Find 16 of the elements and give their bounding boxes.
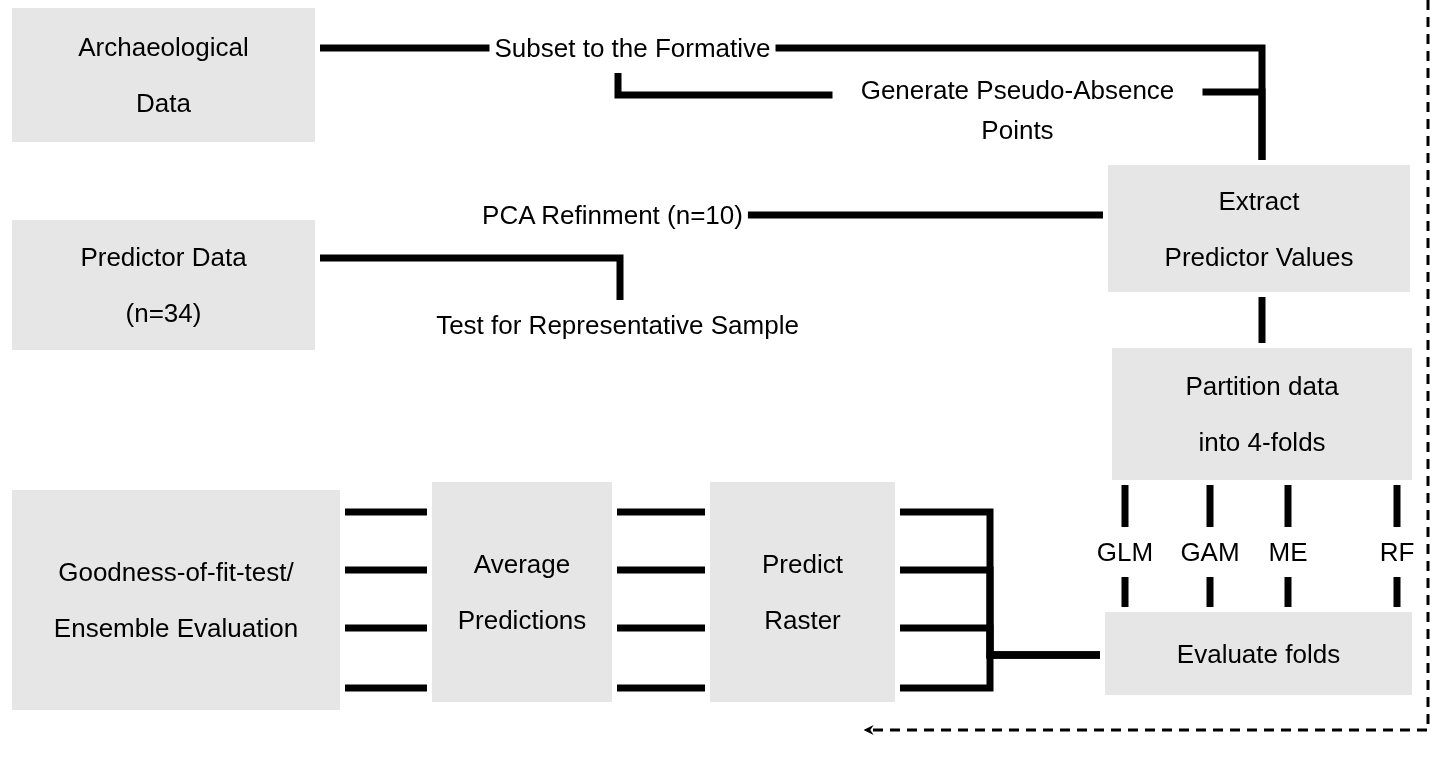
process-box: Predictor Data (n=34) — [12, 220, 315, 350]
step-label: RF — [1379, 532, 1415, 572]
process-box: Evaluate folds — [1105, 612, 1412, 695]
step-label: Subset to the Formative — [494, 28, 771, 68]
step-label: GLM — [1096, 532, 1154, 572]
step-label: ME — [1268, 532, 1308, 572]
process-box: Archaeological Data — [12, 8, 315, 142]
process-box: Partition data into 4-folds — [1112, 348, 1412, 480]
process-box: Extract Predictor Values — [1108, 165, 1410, 292]
process-box: Predict Raster — [710, 482, 895, 702]
process-box: Goodness-of-fit-test/ Ensemble Evaluation — [12, 490, 340, 710]
step-label: Test for Representative Sample — [436, 305, 799, 345]
step-label: PCA Refinment (n=10) — [482, 195, 743, 235]
step-label: Generate Pseudo-Absence Points — [837, 70, 1198, 150]
process-box: Average Predictions — [432, 482, 612, 702]
step-label: GAM — [1180, 532, 1240, 572]
